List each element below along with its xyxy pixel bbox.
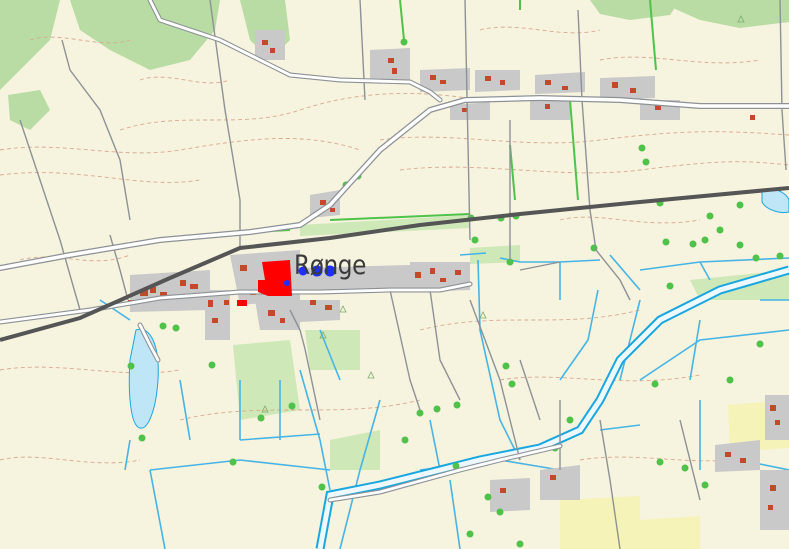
highlight-building-main bbox=[258, 260, 292, 296]
hedges bbox=[249, 0, 657, 233]
contour-lines bbox=[0, 26, 789, 464]
forest-areas bbox=[0, 0, 789, 130]
blue-marker-1 bbox=[298, 266, 308, 276]
blue-marker-4 bbox=[284, 280, 290, 286]
vegetation-symbols bbox=[261, 15, 745, 413]
highlight-buildings[interactable] bbox=[237, 260, 292, 306]
lake bbox=[128, 328, 159, 429]
main-roads bbox=[0, 0, 789, 503]
highlight-building-small bbox=[237, 300, 247, 306]
railway bbox=[0, 186, 789, 342]
minor-roads bbox=[19, 0, 787, 549]
place-label-ronge: Rønge bbox=[294, 250, 366, 281]
blue-marker-3 bbox=[324, 265, 336, 277]
blue-marker-2 bbox=[311, 265, 323, 277]
blue-markers[interactable] bbox=[284, 265, 336, 287]
streams bbox=[99, 252, 789, 549]
